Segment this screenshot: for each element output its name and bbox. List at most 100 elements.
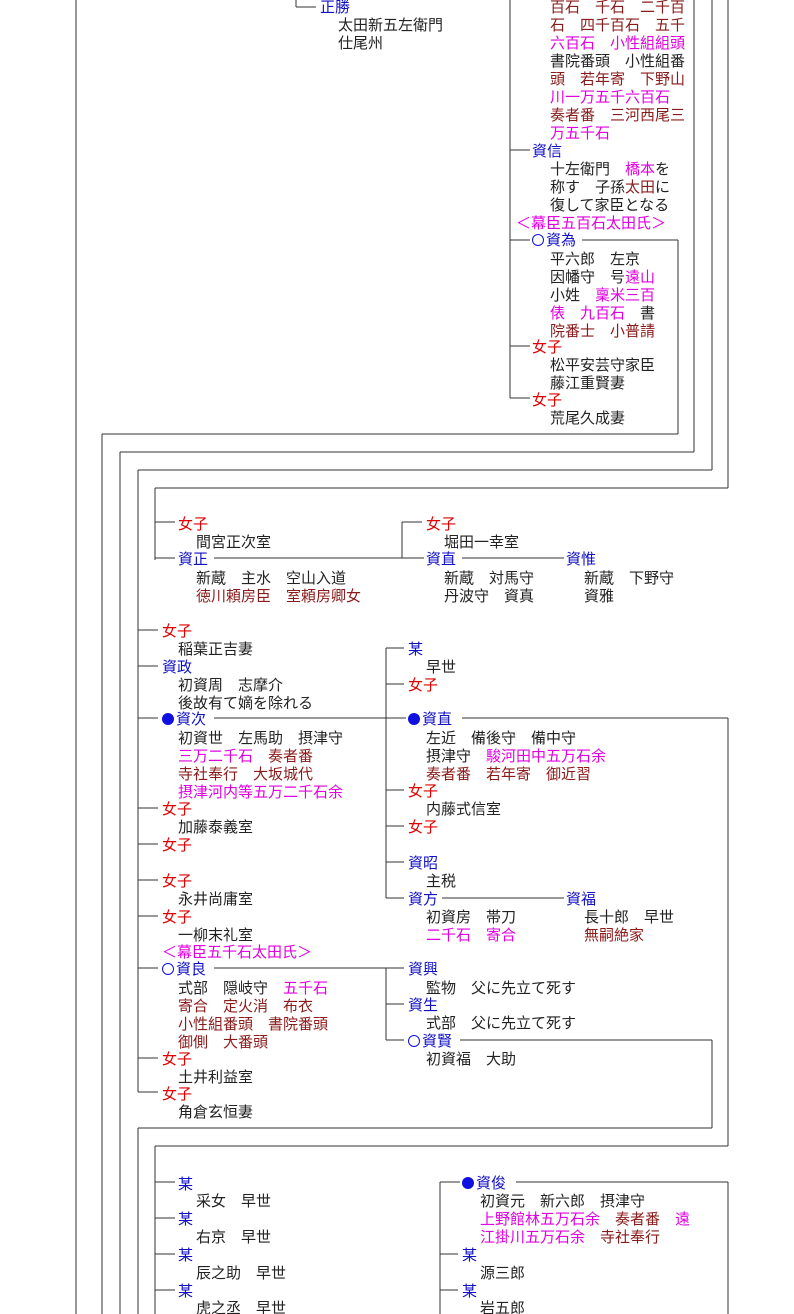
office-note: 書院番頭 小性組番 [550, 52, 686, 70]
ring-marker-icon [162, 963, 174, 975]
person-name-sukeaki[interactable]: 資昭 [408, 854, 439, 872]
person-name-daughter[interactable]: 女子 [532, 391, 563, 409]
office-note: 頭 若年寄 下野山 [550, 70, 686, 88]
person-name-daughter[interactable]: 女子 [162, 1085, 193, 1103]
heir-marker-icon [462, 1177, 474, 1189]
person-note: 新蔵 下野守 [584, 569, 675, 587]
person-note: 角倉玄恒妻 [178, 1103, 254, 1121]
ring-marker-icon [532, 234, 544, 246]
person-note: 源三郎 [480, 1264, 526, 1282]
person-note: 復して家臣となる [550, 196, 670, 214]
person-note: 摂津守 駿河田中五万石余 [426, 747, 607, 765]
person-name-sukenari[interactable]: 資為 [532, 231, 576, 249]
person-note: 無嗣絶家 [584, 926, 645, 944]
person-name-bo[interactable]: 某 [462, 1246, 478, 1264]
person-note: 左近 備後守 備中守 [426, 729, 577, 747]
person-name-sukenobu[interactable]: 資信 [532, 142, 563, 160]
person-note: 式部 隠岐守 五千石 [178, 979, 329, 997]
person-name-sukekata[interactable]: 資方 [408, 890, 439, 908]
person-name-sukefuku[interactable]: 資福 [566, 890, 597, 908]
person-note: 小姓 稟米三百 [550, 286, 656, 304]
person-note: 仕尾州 [338, 34, 384, 52]
heir-marker-icon [408, 713, 420, 725]
person-note: 平六郎 左京 [550, 250, 641, 268]
ring-marker-icon [408, 1035, 420, 1047]
person-name-daughter[interactable]: 女子 [162, 872, 193, 890]
person-name-sukeyui[interactable]: 資惟 [566, 550, 597, 568]
person-name-bo[interactable]: 某 [178, 1175, 194, 1193]
person-name-sukekata2[interactable]: 資賢 [408, 1032, 452, 1050]
person-name-sukenari2[interactable]: 資生 [408, 996, 439, 1014]
person-name-suketoshi[interactable]: 資俊 [462, 1174, 506, 1192]
person-name-daughter[interactable]: 女子 [162, 622, 193, 640]
person-note: 早世 [426, 658, 457, 676]
person-note: 辰之助 早世 [196, 1264, 287, 1282]
office-note: 百石 千石 二千百 [550, 0, 686, 16]
person-note: 松平安芸守家臣 [550, 356, 656, 374]
person-note: 主税 [426, 872, 457, 890]
person-note: 式部 父に先立て死す [426, 1014, 577, 1032]
person-name-daughter[interactable]: 女子 [426, 515, 457, 533]
person-note: 一柳末礼室 [178, 926, 254, 944]
person-note: 内藤式信室 [426, 800, 502, 818]
person-name-daughter[interactable]: 女子 [408, 676, 439, 694]
person-name-bo[interactable]: 某 [462, 1282, 478, 1300]
person-note: 丹波守 資真 [444, 587, 535, 605]
person-note: 岩五郎 [480, 1299, 526, 1314]
person-note: 右京 早世 [196, 1228, 272, 1246]
person-note: 奏者番 若年寄 御近習 [426, 765, 592, 783]
person-note: 采女 早世 [196, 1192, 272, 1210]
person-note: 稲葉正吉妻 [178, 640, 254, 658]
office-note: 万五千石 [550, 124, 611, 142]
person-note: 摂津河内等五万二千石余 [178, 783, 344, 801]
person-note: 上野館林五万石余 奏者番 遠 [480, 1210, 691, 1228]
person-note: 間宮正次室 [196, 533, 272, 551]
branch-note: ＜幕臣五百石太田氏＞ [516, 214, 667, 232]
person-note: 因幡守 号遠山 [550, 268, 656, 286]
person-note: 堀田一幸室 [444, 533, 520, 551]
person-note: 加藤泰義室 [178, 818, 254, 836]
heir-marker-icon [162, 713, 174, 725]
person-name-sukenao2[interactable]: 資直 [408, 710, 452, 728]
person-name-daughter[interactable]: 女子 [532, 338, 563, 356]
person-note: 長十郎 早世 [584, 908, 675, 926]
person-note: 藤江重賢妻 [550, 374, 626, 392]
office-note: 奏者番 三河西尾三 [550, 106, 686, 124]
person-name-masakatsu[interactable]: 正勝 [320, 0, 351, 16]
person-note: 新蔵 対馬守 [444, 569, 535, 587]
person-name-bo[interactable]: 某 [178, 1246, 194, 1264]
person-name-sukemasa2[interactable]: 資政 [162, 658, 193, 676]
person-note: 荒尾久成妻 [550, 409, 626, 427]
person-note: 後故有て嫡を除れる [178, 694, 314, 712]
person-name-bo[interactable]: 某 [408, 640, 424, 658]
person-name-sukeji[interactable]: 資次 [162, 710, 206, 728]
person-note: 虎之丞 早世 [196, 1299, 287, 1314]
person-note: 江掛川五万石余 寺社奉行 [480, 1228, 661, 1246]
person-name-daughter[interactable]: 女子 [162, 836, 193, 854]
person-name-daughter[interactable]: 女子 [408, 782, 439, 800]
person-name-sukeyoshi[interactable]: 資良 [162, 960, 206, 978]
person-name-sukenao[interactable]: 資直 [426, 550, 457, 568]
person-note: 太田新五左衛門 [338, 16, 444, 34]
person-name-bo[interactable]: 某 [178, 1282, 194, 1300]
person-note: 初資世 左馬助 摂津守 [178, 729, 344, 747]
person-name-daughter[interactable]: 女子 [162, 1050, 193, 1068]
person-name-sukeoki[interactable]: 資興 [408, 960, 439, 978]
person-name-daughter[interactable]: 女子 [162, 908, 193, 926]
person-name-daughter[interactable]: 女子 [408, 818, 439, 836]
person-note: 資雅 [584, 587, 615, 605]
person-note: 永井尚庸室 [178, 890, 254, 908]
person-note: 初資房 帯刀 [426, 908, 517, 926]
person-note: 御側 大番頭 [178, 1033, 269, 1051]
person-note: 徳川頼房臣 室頼房卿女 [196, 587, 362, 605]
person-note: 初資元 新六郎 摂津守 [480, 1192, 646, 1210]
person-name-bo[interactable]: 某 [178, 1210, 194, 1228]
person-note: 初資周 志摩介 [178, 676, 284, 694]
person-name-daughter[interactable]: 女子 [162, 800, 193, 818]
person-note: 二千石 寄合 [426, 926, 517, 944]
person-note: 土井利益室 [178, 1068, 254, 1086]
person-name-daughter[interactable]: 女子 [178, 515, 209, 533]
person-name-sukemasa[interactable]: 資正 [178, 550, 209, 568]
office-note: 石 四千百石 五千 [550, 16, 686, 34]
